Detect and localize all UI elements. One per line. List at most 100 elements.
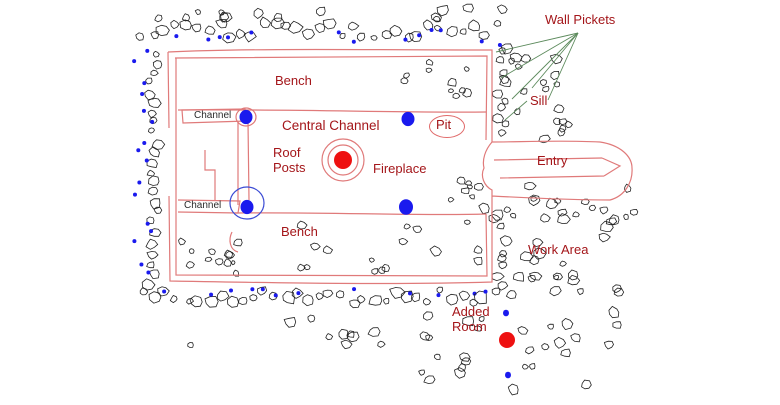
stone — [499, 235, 513, 247]
stone — [273, 12, 283, 23]
stone — [452, 92, 461, 99]
stone — [325, 333, 334, 341]
stone — [383, 298, 390, 305]
stone — [468, 194, 475, 200]
picket-dot — [136, 148, 141, 153]
channel-squiggle — [204, 150, 239, 253]
stone — [152, 60, 163, 70]
stone — [368, 257, 375, 263]
stone — [495, 56, 505, 64]
stone — [478, 316, 485, 322]
stone — [135, 32, 144, 41]
roof-posts — [239, 109, 511, 379]
stone — [146, 251, 159, 260]
picket-dot — [228, 288, 233, 293]
stone — [519, 88, 528, 95]
stone — [478, 31, 490, 40]
stone — [557, 208, 568, 217]
house-inner-outline — [174, 55, 488, 277]
picket-dot — [417, 33, 422, 38]
picket-dot — [403, 37, 408, 42]
stone — [204, 296, 219, 308]
picket-dot — [436, 293, 441, 298]
stone — [567, 269, 579, 281]
stone — [527, 274, 536, 283]
stone — [149, 116, 158, 125]
picket-dot — [145, 221, 150, 226]
stone — [532, 238, 544, 248]
stone — [570, 333, 581, 343]
roof-posts-label-line1: Roof — [273, 145, 301, 160]
stone — [378, 266, 386, 274]
stone — [194, 9, 201, 16]
stone — [560, 348, 571, 358]
stone — [191, 23, 202, 33]
fireplace-ring-inner — [327, 144, 359, 176]
stone — [448, 88, 455, 94]
stone — [368, 295, 383, 306]
house-outline — [167, 48, 493, 285]
stone — [460, 357, 472, 366]
picket-dot — [336, 30, 341, 35]
stone — [147, 127, 155, 134]
entry-passage — [481, 140, 633, 212]
entry-label: Entry — [537, 153, 568, 168]
stone — [170, 19, 180, 30]
stone — [148, 175, 160, 186]
stone — [146, 158, 158, 168]
stone — [220, 12, 233, 23]
picket-dot — [132, 239, 137, 244]
work-area-label: Work Area — [528, 242, 589, 257]
leader-line — [500, 32, 579, 79]
leader-line — [504, 100, 528, 121]
stone — [588, 204, 597, 212]
stone — [608, 214, 620, 226]
stone — [547, 323, 554, 330]
stone — [425, 67, 433, 74]
stone — [433, 15, 441, 23]
stone — [146, 169, 155, 177]
stone — [461, 187, 470, 195]
stone — [389, 287, 406, 299]
roof-post-ring-top — [235, 107, 257, 127]
stone — [559, 260, 567, 267]
stone — [572, 211, 580, 218]
stone — [517, 326, 529, 335]
stone — [558, 118, 568, 126]
picket-dot — [150, 119, 155, 124]
picket-dot — [296, 291, 301, 296]
stone — [434, 353, 441, 360]
stone — [367, 327, 381, 337]
fire-features — [334, 151, 515, 348]
stone — [218, 9, 225, 16]
entry-arrow — [493, 157, 622, 179]
stone — [540, 213, 551, 223]
roof-post-dot — [240, 199, 254, 215]
stone — [500, 43, 514, 55]
stone — [498, 75, 510, 85]
stone — [181, 13, 190, 22]
stone — [147, 109, 157, 119]
stone — [268, 291, 278, 301]
stone — [529, 271, 543, 281]
stone — [153, 50, 160, 58]
sill-label: Sill — [530, 93, 548, 108]
stone — [612, 284, 622, 294]
stone — [314, 23, 326, 34]
channel-top-label: Channel — [194, 110, 232, 121]
leader-line — [511, 32, 579, 100]
stone — [501, 120, 510, 128]
leader-line — [495, 32, 579, 53]
stone — [302, 294, 314, 307]
picket-dot — [226, 35, 231, 40]
stone — [473, 245, 483, 254]
stone — [296, 220, 308, 230]
stone — [287, 20, 304, 34]
picket-dot — [429, 28, 434, 33]
stone — [149, 198, 161, 210]
fireplace-label: Fireplace — [373, 161, 427, 176]
channel-left-outline — [177, 199, 241, 214]
stone — [257, 286, 268, 296]
